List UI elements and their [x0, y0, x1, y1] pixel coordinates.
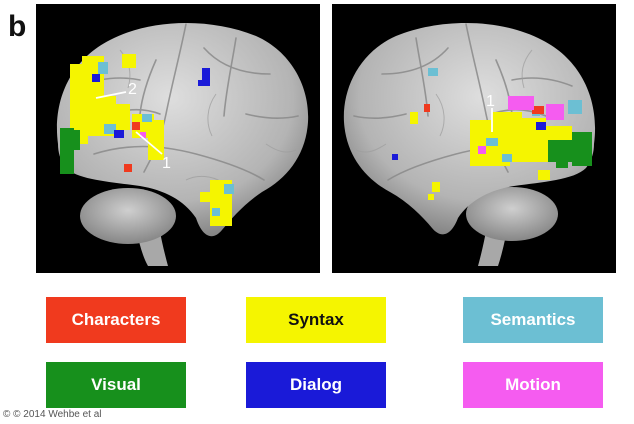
left-hemisphere-panel: 2 1: [36, 4, 320, 273]
right-hemisphere-panel: 1: [332, 4, 616, 273]
cerebrum: [343, 22, 596, 235]
roi-label-1: 1: [162, 155, 171, 172]
left-characters-activation: [124, 122, 140, 172]
legend-semantics: Semantics: [463, 297, 603, 343]
left-motion-activation: [140, 132, 146, 138]
left-dialog-activation: [92, 68, 210, 138]
legend-visual: Visual: [46, 362, 186, 408]
legend-characters: Characters: [46, 297, 186, 343]
right-characters-activation: [424, 104, 544, 114]
legend-dialog: Dialog: [246, 362, 386, 408]
right-brain-image: 1: [343, 22, 596, 266]
roi-label-2: 2: [128, 81, 137, 98]
panel-letter: b: [8, 10, 27, 43]
legend-syntax: Syntax: [246, 297, 386, 343]
copyright-credit: © © 2014 Wehbe et al: [3, 409, 102, 420]
left-semantics-activation: [98, 62, 234, 216]
right-dialog-activation: [392, 122, 546, 160]
right-visual-activation: [548, 132, 592, 168]
roi-1-leader: [135, 131, 163, 155]
left-brain-image: 2 1: [56, 22, 309, 266]
cerebrum: [56, 22, 309, 237]
cerebellum: [80, 188, 176, 244]
roi-2-leader: [95, 91, 127, 99]
right-motion-activation: [478, 96, 564, 154]
cerebellum: [466, 187, 558, 241]
legend-motion: Motion: [463, 362, 603, 408]
left-visual-activation: [60, 128, 80, 174]
roi-label-1: 1: [486, 93, 495, 110]
